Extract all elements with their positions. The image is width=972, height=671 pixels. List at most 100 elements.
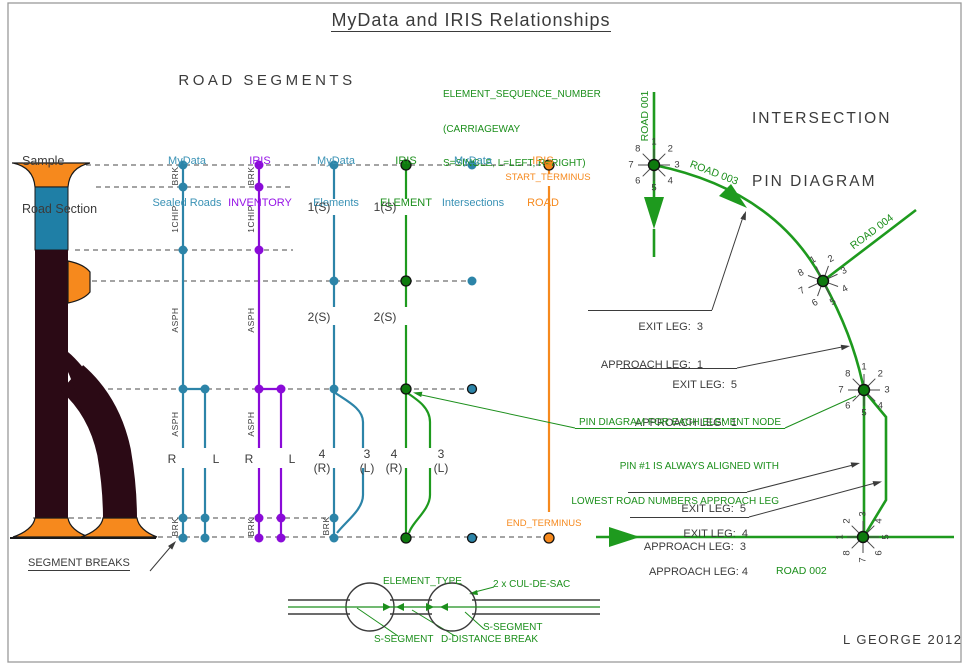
inventory-side-l: L xyxy=(288,452,296,466)
leg-annotation-4: EXIT LEG: 4 APPROACH LEG: 4 xyxy=(542,503,748,591)
road-001-arrowhead xyxy=(644,197,664,229)
pin1-alignment-note: PIN #1 IS ALWAYS ALIGNED WITH LOWEST ROA… xyxy=(520,438,779,519)
pin-number: 4 xyxy=(873,518,885,524)
col4-line2: ELEMENT xyxy=(380,197,432,209)
sequence-note-line1: ELEMENT_SEQUENCE_NUMBER xyxy=(443,89,601,100)
column-header-sealed-roads: MyData Sealed Roads xyxy=(137,126,237,224)
road-004-line xyxy=(822,208,917,283)
approach-leg-label: APPROACH LEG: 4 xyxy=(648,565,748,578)
column-header-intersections: MyData Intersections xyxy=(423,126,523,224)
end-terminus-label: END_TERMINUS xyxy=(506,518,582,529)
pin-star-lines xyxy=(807,265,839,297)
pin-leg-line xyxy=(657,168,666,177)
sample-label-line1: Sample xyxy=(22,154,65,168)
sealed-surface-asph2: ASPH xyxy=(170,411,180,437)
start-terminus-label: START_TERMINUS xyxy=(505,172,591,183)
elements-seq-3l: 3 (L) xyxy=(360,447,375,475)
segment-breaks-text: SEGMENT BREAKS xyxy=(28,557,130,571)
road-section-drawing xyxy=(10,162,158,539)
pin-leg-line xyxy=(808,283,818,289)
pin-diagram-roads xyxy=(596,92,954,539)
pin-star-lines xyxy=(848,374,880,406)
intersection-pin-heading: INTERSECTION PIN DIAGRAM xyxy=(752,66,891,213)
intersection-heading-line1: INTERSECTION xyxy=(752,110,892,127)
segment-breaks-label: SEGMENT BREAKS xyxy=(28,557,130,571)
inventory-side-r: R xyxy=(244,452,254,466)
pin-number: 2 xyxy=(841,518,853,524)
pin-leg-line xyxy=(824,265,829,276)
road-direction-arrows xyxy=(609,184,747,547)
iris-element-nodes xyxy=(400,159,412,544)
sample-label-line2: Road Section xyxy=(22,202,98,216)
pin-leg-line xyxy=(851,540,860,549)
col1-line2: Sealed Roads xyxy=(152,197,222,209)
road-asph-main xyxy=(35,250,68,518)
road-bottom-flare-right xyxy=(80,517,158,538)
culdesac-label: 2 x CUL-DE-SAC xyxy=(493,579,571,590)
pin-number: 8 xyxy=(635,143,641,155)
pin-number: 6 xyxy=(845,400,851,412)
pin-leg-line xyxy=(867,378,876,387)
element-type-label: ELEMENT_TYPE xyxy=(383,576,462,587)
seq-num: 4 xyxy=(318,447,326,461)
elements-seq-4r: 4 (R) xyxy=(314,447,331,475)
column-header-iris-road: IRIS ROAD xyxy=(498,126,588,224)
pin-number: 5 xyxy=(880,534,892,540)
pin-number: 6 xyxy=(635,175,641,187)
seq-num: 4 xyxy=(390,447,398,461)
elements-brk-bottom: BRK xyxy=(321,516,331,536)
inventory-surface-asph2: ASPH xyxy=(246,411,256,437)
element-type-centerline xyxy=(288,603,600,611)
col2-line1: IRIS xyxy=(249,155,271,167)
road-003-arrowhead xyxy=(719,184,747,208)
pin-number: 2 xyxy=(877,368,883,380)
pin-leg-line xyxy=(642,168,651,177)
pin1-note-line2: LOWEST ROAD NUMBERS APPROACH LEG xyxy=(571,495,779,507)
intersection-heading-line2: PIN DIAGRAM xyxy=(752,173,877,190)
pin-number: 7 xyxy=(857,557,869,563)
sealed-surface-1chip: 1CHIP xyxy=(170,205,180,233)
road-1chip-segment xyxy=(34,186,69,251)
sealed-surface-asph1: ASPH xyxy=(170,307,180,333)
sheet-border xyxy=(7,2,962,663)
iris-inventory-nodes xyxy=(254,160,286,543)
intersection-node xyxy=(647,158,661,172)
s-segment-right-label: S-SEGMENT xyxy=(483,622,543,633)
pin-number: 3 xyxy=(884,384,890,396)
road-001-label: ROAD 001 xyxy=(639,90,651,142)
seq-cw: (R) xyxy=(385,461,403,475)
sequence-note-line3: S=SINGLE, L=LEFT, R=RIGHT) xyxy=(443,158,586,169)
seq-cw: (L) xyxy=(433,461,449,475)
col4-line1: IRIS xyxy=(395,155,417,167)
pin-leg-line xyxy=(852,393,861,402)
iris-element-seq-2s: 2(S) xyxy=(373,310,397,324)
road-side-intersection-flare xyxy=(67,260,91,304)
seq-num: 3 xyxy=(437,447,445,461)
pin-leg-line xyxy=(867,393,876,402)
leg-annotation-1: EXIT LEG: 3 APPROACH LEG: 1 xyxy=(500,296,703,384)
elements-seq-1s: 1(S) xyxy=(307,200,331,214)
pin-leg-line xyxy=(807,275,818,280)
annotation-leaders xyxy=(149,213,880,572)
pin-number: 1 xyxy=(834,534,846,540)
iris-element-lines xyxy=(404,165,432,538)
pin-leg-line xyxy=(828,273,838,279)
col6-line1: IRIS xyxy=(532,155,554,167)
column-header-elements: MyData Elements xyxy=(291,126,381,224)
approach-leg-label: APPROACH LEG: 3 xyxy=(643,540,746,553)
seq-cw: (R) xyxy=(313,461,331,475)
page-title-text: MyData and IRIS Relationships xyxy=(331,10,611,32)
road-002-label: ROAD 002 xyxy=(776,565,827,577)
road-003-curve xyxy=(653,163,866,537)
pin-star-lines xyxy=(638,149,670,181)
pin-leg-line xyxy=(866,540,875,549)
credit-text: L GEORGE 2012 xyxy=(843,632,963,647)
col3-line2: Elements xyxy=(313,197,359,209)
pin-diagram-note: PIN DIAGRAM FOR EACH ELEMENT NODE xyxy=(579,417,782,428)
pin-number: 4 xyxy=(667,175,673,187)
iris-element-seq-4r: 4 (R) xyxy=(386,447,403,475)
return-leg-line xyxy=(864,392,888,534)
pin-leg-line xyxy=(657,153,666,162)
